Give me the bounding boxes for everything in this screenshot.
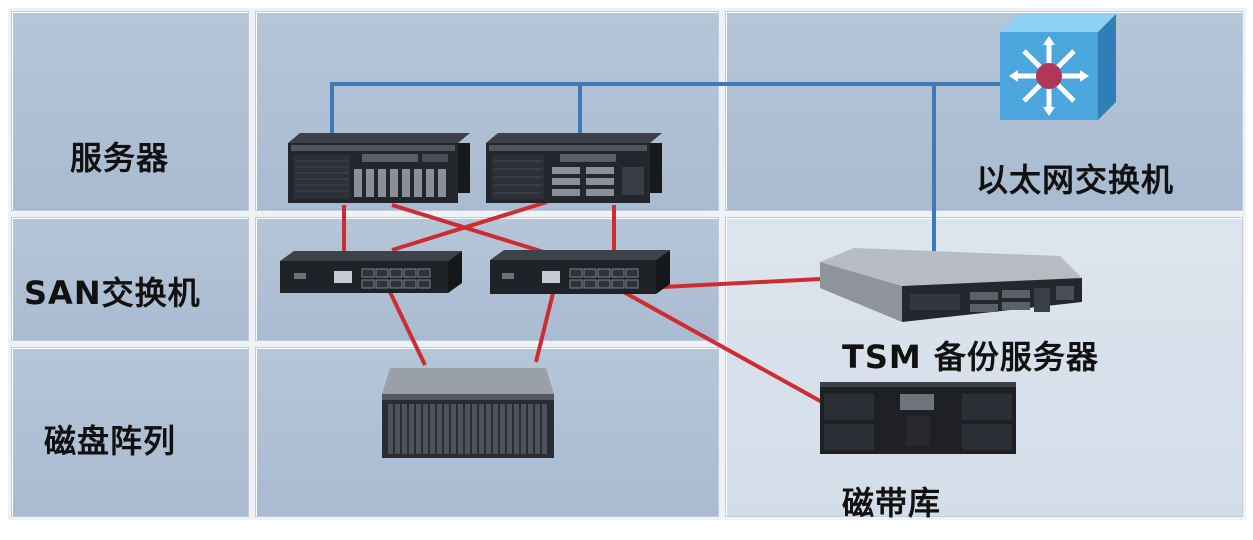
cell-disk-label <box>8 344 252 520</box>
san-switch-icon <box>280 251 462 293</box>
tsm-server-icon <box>820 248 1082 322</box>
san-switch-icon <box>490 250 670 294</box>
cell-servers-label <box>8 8 252 214</box>
server-icon <box>486 133 662 203</box>
server-icon <box>288 133 470 203</box>
row-label-san-switch: SAN交换机 <box>24 274 201 312</box>
row-label-disk-array: 磁盘阵列 <box>44 422 177 460</box>
cell-servers-right <box>722 8 1246 214</box>
disk-array-icon <box>382 368 554 458</box>
row-label-servers: 服务器 <box>70 139 170 177</box>
ethernet-switch-label: 以太网交换机 <box>976 161 1175 199</box>
ethernet-switch-icon <box>1000 14 1116 120</box>
fibre-channel-links <box>342 200 841 404</box>
tsm-server-label: TSM 备份服务器 <box>842 338 1099 376</box>
tape-library-icon <box>820 382 1016 454</box>
cell-san-label <box>8 214 252 344</box>
tape-library-label: 磁带库 <box>842 484 942 522</box>
